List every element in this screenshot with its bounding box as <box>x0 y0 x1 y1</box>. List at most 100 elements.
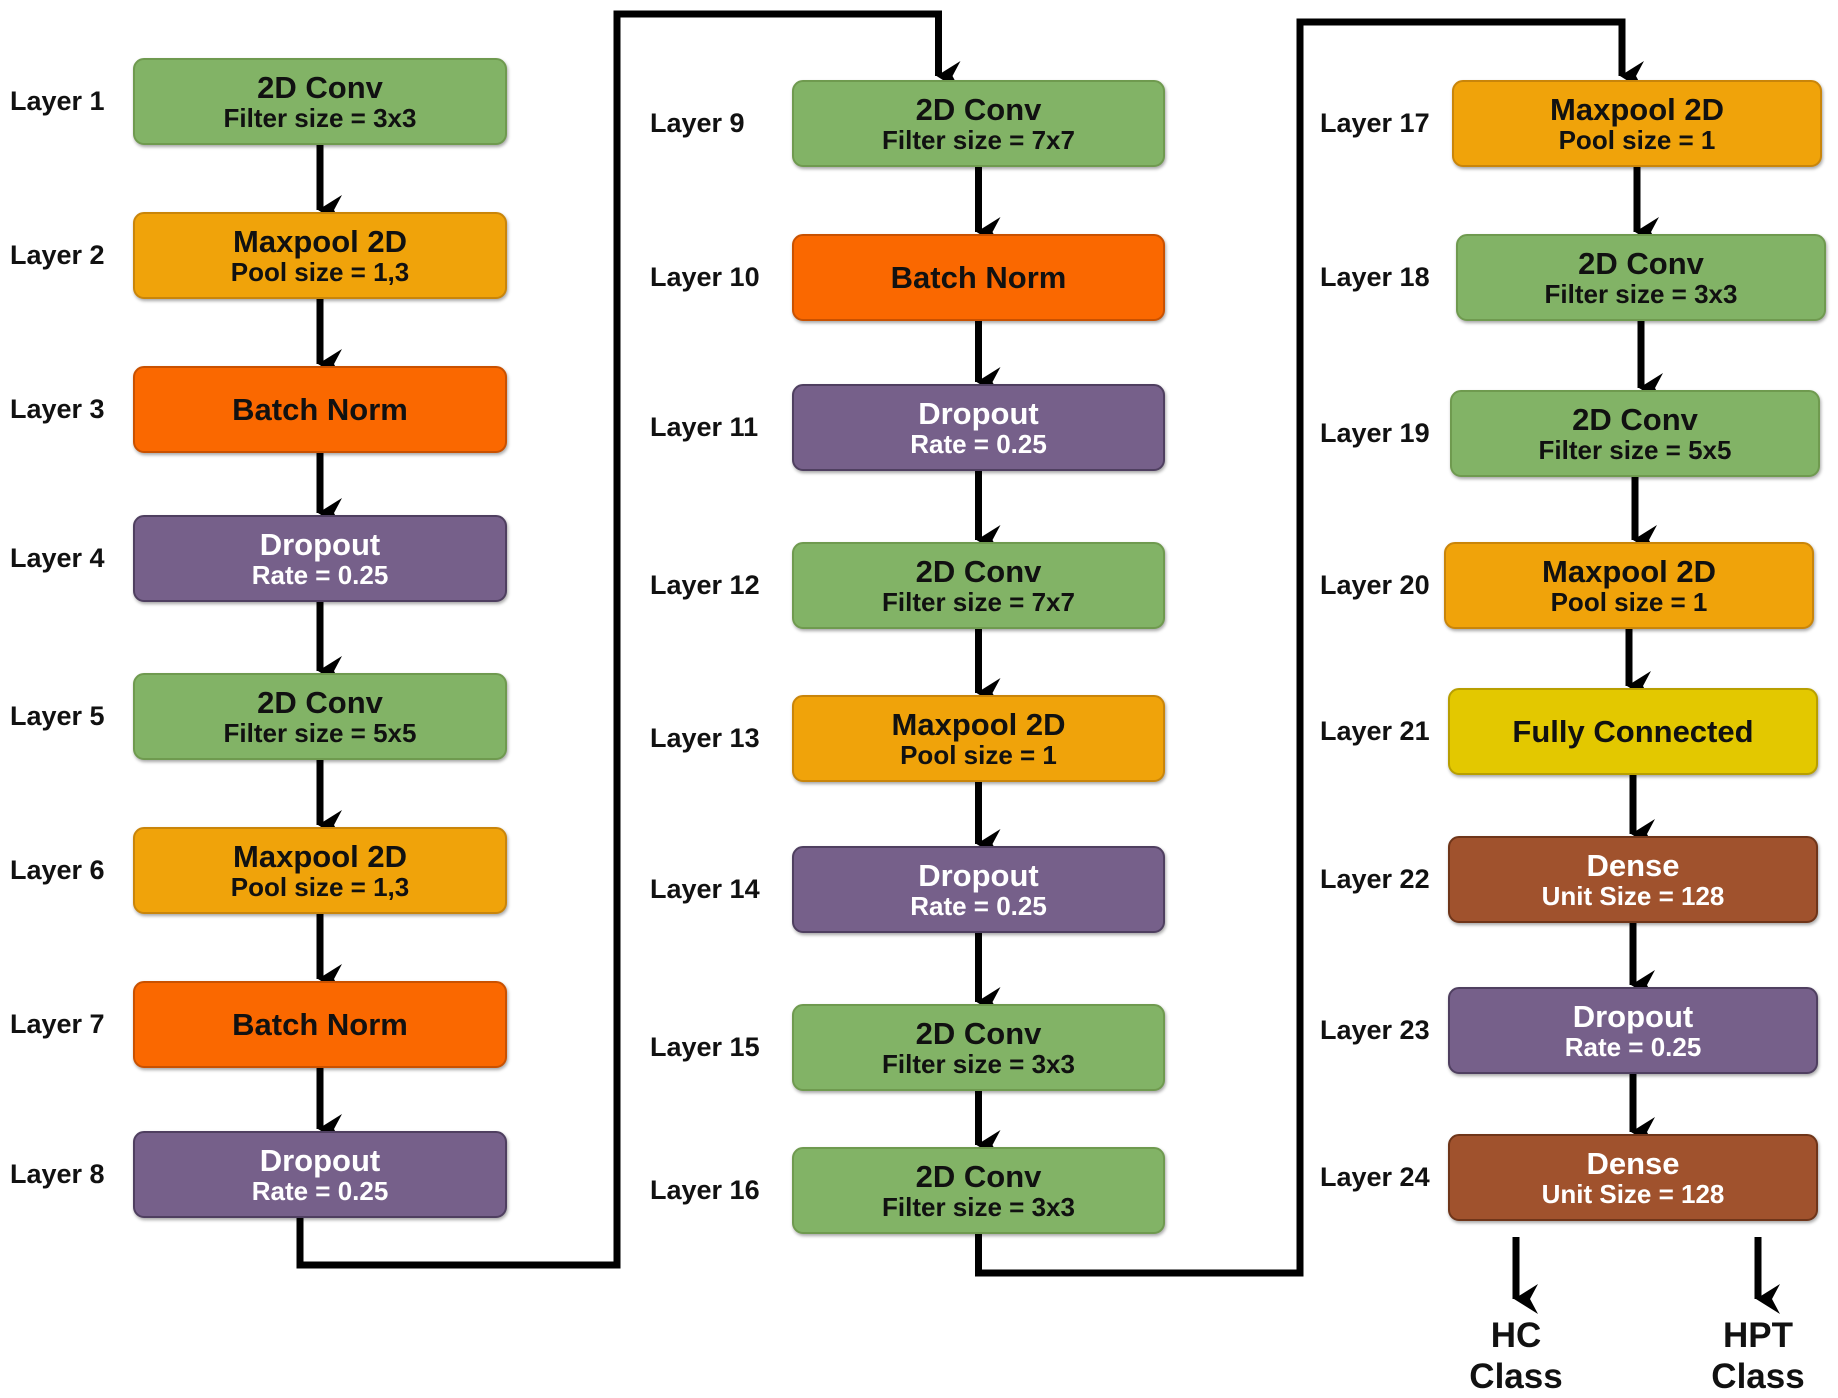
block-parameter: Filter size = 7x7 <box>882 587 1075 618</box>
layer-label: Layer 22 <box>1320 863 1430 894</box>
block-title: Dropout <box>259 1142 381 1178</box>
block-title: Maxpool 2D <box>1542 553 1716 589</box>
block-title: Maxpool 2D <box>233 223 407 259</box>
block-parameter: Rate = 0.25 <box>251 1176 389 1207</box>
layer-label: Layer 20 <box>1320 569 1430 600</box>
block-title: Dense <box>1586 847 1680 883</box>
layer-label: Layer 5 <box>10 700 105 731</box>
layer-label: Layer 21 <box>1320 715 1430 746</box>
block-title: Dropout <box>918 395 1039 431</box>
output-name: HC <box>1490 1316 1542 1355</box>
block-parameter: Unit Size = 128 <box>1541 1179 1725 1210</box>
block-title: Maxpool 2D <box>891 706 1066 742</box>
layer-21-fully-connected-block: Fully Connected <box>1448 688 1818 775</box>
block-title: 2D Conv <box>1578 245 1704 281</box>
layer-label: Layer 12 <box>650 569 760 600</box>
block-parameter: Filter size = 3x3 <box>882 1192 1075 1223</box>
layer-label: Layer 1 <box>10 85 105 116</box>
block-parameter: Pool size = 1,3 <box>230 872 410 903</box>
layer-label: Layer 17 <box>1320 107 1430 138</box>
block-title: 2D Conv <box>257 684 383 720</box>
block-parameter: Filter size = 7x7 <box>882 125 1075 156</box>
layer-label: Layer 19 <box>1320 417 1430 448</box>
layer-label: Layer 15 <box>650 1031 760 1062</box>
layer-10-batch-norm-block: Batch Norm <box>792 234 1165 321</box>
block-parameter: Filter size = 5x5 <box>223 718 417 749</box>
block-parameter: Filter size = 3x3 <box>882 1049 1075 1080</box>
block-title: Batch Norm <box>232 391 408 427</box>
block-title: Dropout <box>918 857 1039 893</box>
block-title: 2D Conv <box>257 69 383 105</box>
layer-label: Layer 8 <box>10 1158 105 1189</box>
layer-label: Layer 14 <box>650 873 760 904</box>
block-title: Maxpool 2D <box>1550 91 1724 127</box>
connector-layer8-to-layer9 <box>296 10 961 1269</box>
block-title: 2D Conv <box>1572 401 1698 437</box>
block-parameter: Filter size = 3x3 <box>1544 279 1738 310</box>
output-name: HPT <box>1723 1316 1793 1355</box>
block-title: Batch Norm <box>232 1006 408 1042</box>
layer-label: Layer 2 <box>10 239 105 270</box>
block-parameter: Rate = 0.25 <box>910 429 1047 460</box>
layer-label: Layer 3 <box>10 393 105 424</box>
layer-label: Layer 23 <box>1320 1014 1430 1045</box>
layer-label: Layer 6 <box>10 854 105 885</box>
layer-label: Layer 13 <box>650 722 760 753</box>
block-parameter: Pool size = 1,3 <box>230 257 410 288</box>
block-parameter: Pool size = 1 <box>900 740 1057 771</box>
block-parameter: Pool size = 1 <box>1550 587 1708 618</box>
block-parameter: Filter size = 5x5 <box>1538 435 1732 466</box>
layer-label: Layer 16 <box>650 1174 760 1205</box>
block-parameter: Filter size = 3x3 <box>223 103 417 134</box>
layer-label: Layer 10 <box>650 261 760 292</box>
output-type: Class <box>1469 1357 1563 1397</box>
layer-3-batch-norm-block: Batch Norm <box>133 366 507 453</box>
block-title: Dropout <box>1572 998 1694 1034</box>
block-title: 2D Conv <box>915 91 1042 127</box>
block-title: Maxpool 2D <box>233 838 407 874</box>
block-title: Dense <box>1586 1145 1680 1181</box>
block-title: 2D Conv <box>915 1158 1042 1194</box>
layer-label: Layer 4 <box>10 542 105 573</box>
block-title: Fully Connected <box>1512 713 1754 749</box>
block-title: Batch Norm <box>890 259 1067 295</box>
layer-label: Layer 24 <box>1320 1161 1430 1192</box>
block-parameter: Rate = 0.25 <box>910 891 1047 922</box>
block-parameter: Rate = 0.25 <box>1564 1032 1702 1063</box>
connector-layer16-to-layer17 <box>975 18 1644 1277</box>
output-type: Class <box>1711 1357 1805 1397</box>
block-parameter: Unit Size = 128 <box>1541 881 1725 912</box>
block-title: Dropout <box>259 526 381 562</box>
layer-7-batch-norm-block: Batch Norm <box>133 981 507 1068</box>
block-title: 2D Conv <box>915 1015 1042 1051</box>
block-parameter: Rate = 0.25 <box>251 560 389 591</box>
block-title: 2D Conv <box>915 553 1042 589</box>
layer-label: Layer 11 <box>650 411 759 442</box>
layer-label: Layer 7 <box>10 1008 105 1039</box>
layer-label: Layer 18 <box>1320 261 1430 292</box>
layer-label: Layer 9 <box>650 107 745 138</box>
